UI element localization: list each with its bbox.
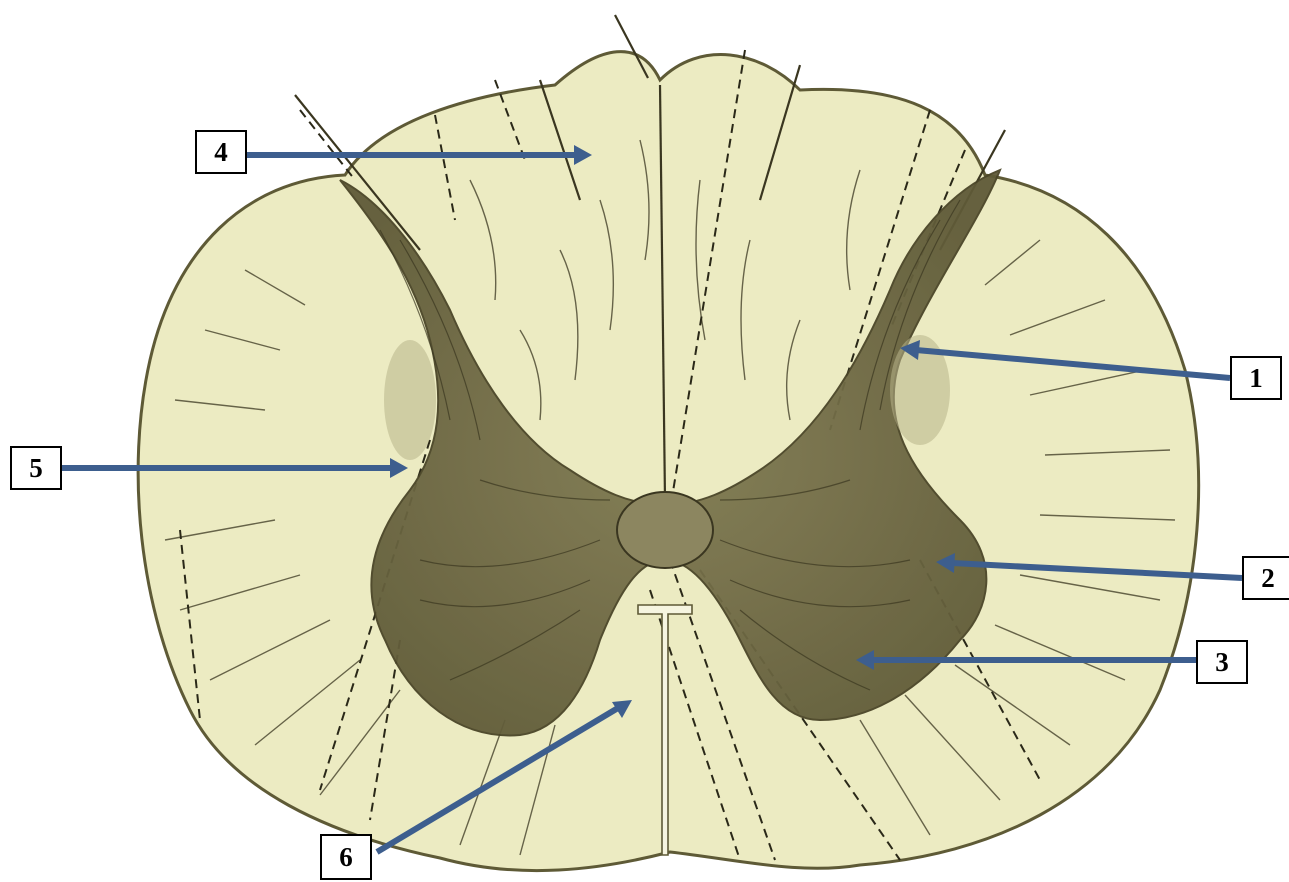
callout-label-5: 5 bbox=[10, 446, 62, 490]
callout-label-3: 3 bbox=[1196, 640, 1248, 684]
callout-label-1: 1 bbox=[1230, 356, 1282, 400]
grey-commissure-circle bbox=[617, 492, 713, 568]
callout-label-6: 6 bbox=[320, 834, 372, 880]
callout-label-2: 2 bbox=[1242, 556, 1289, 600]
callout-label-4: 4 bbox=[195, 130, 247, 174]
